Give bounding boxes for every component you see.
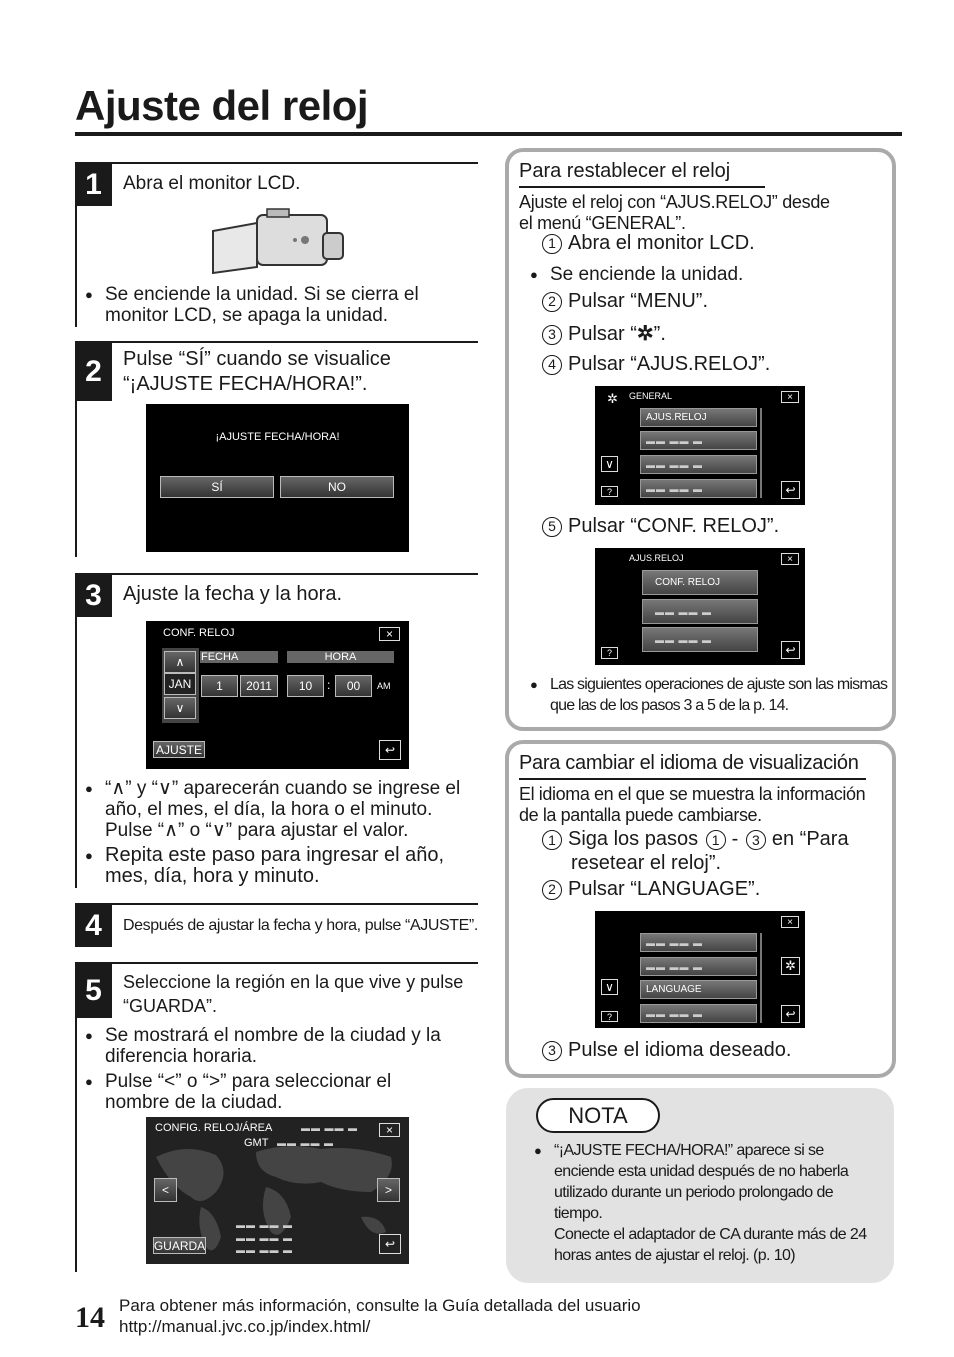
gear-icon: ✲ <box>607 391 618 406</box>
step-2-line <box>75 343 77 557</box>
language-panel <box>505 740 896 1078</box>
guarda-button[interactable]: GUARDA <box>153 1237 206 1254</box>
step-3-line <box>75 575 77 888</box>
camcorder-image <box>212 208 344 275</box>
close-icon[interactable]: × <box>781 391 799 403</box>
menu-item-language[interactable]: LANGUAGE <box>640 980 757 999</box>
close-icon[interactable]: × <box>781 916 799 928</box>
step-3-text: Ajuste la fecha y la hora. <box>123 583 343 605</box>
screen-ajus-reloj-menu: AJUS.RELOJ × CONF. RELOJ ▬▬ ▬▬ ▬ ▬▬ ▬▬ ▬… <box>595 548 805 665</box>
language-title: Para cambiar el idioma de visualización <box>519 752 859 774</box>
reset-bullet: Se enciende la unidad. <box>530 264 743 285</box>
step-1-text: Abra el monitor LCD. <box>123 173 301 194</box>
gear-icon: ✲ <box>636 323 654 345</box>
step-3-rule <box>75 573 478 575</box>
step-5-bullet-2: Pulse “<” o “>” para seleccionar el nomb… <box>85 1071 391 1113</box>
step-5-bullet-1: Se mostrará el nombre de la ciudad y la … <box>85 1025 441 1067</box>
note-text: “¡AJUSTE FECHA/HORA!” aparece si se enci… <box>534 1140 867 1266</box>
close-icon[interactable]: × <box>379 1123 400 1137</box>
step-1-number: 1 <box>75 164 112 206</box>
up-arrow-icon[interactable]: ∧ <box>164 651 196 673</box>
page-number: 14 <box>75 1301 105 1334</box>
prev-city-button[interactable]: < <box>154 1178 177 1202</box>
footer-link[interactable]: http://manual.jvc.co.jp/index.html/ <box>119 1317 371 1336</box>
language-intro: El idioma en el que se muestra la inform… <box>519 784 866 825</box>
reset-title: Para restablecer el reloj <box>519 160 731 182</box>
step-2-rule <box>75 341 478 343</box>
step-1-rule <box>75 162 478 164</box>
screen-general-menu: ✲ GENERAL × AJUS.RELOJ ▬▬ ▬▬ ▬ ▬▬ ▬▬ ▬ ▬… <box>595 386 805 505</box>
hour-field[interactable]: 10 <box>287 675 324 697</box>
step-5-text: Seleccione la región en la que vive y pu… <box>123 972 464 1016</box>
step-5-number: 5 <box>75 964 112 1018</box>
yes-button[interactable]: SÍ <box>160 476 274 498</box>
down-arrow-icon[interactable]: ∨ <box>164 697 196 719</box>
world-map-image <box>156 1146 392 1251</box>
reset-note: Las siguientes operaciones de ajuste son… <box>530 674 888 716</box>
step-3-bullet-1: “∧” y “∨” aparecerán cuando se ingrese e… <box>85 778 460 841</box>
step-2-text: Pulse “SÍ” cuando se visualice “¡AJUSTE … <box>123 348 391 395</box>
step-2-number: 2 <box>75 343 112 401</box>
menu-item-conf-reloj[interactable]: CONF. RELOJ <box>642 570 758 595</box>
screen-ajuste-fecha: ¡AJUSTE FECHA/HORA! SÍ NO <box>146 404 409 552</box>
back-icon[interactable]: ↩ <box>379 1234 401 1254</box>
step-4-text: Después de ajustar la fecha y hora, puls… <box>123 917 478 934</box>
next-city-button[interactable]: > <box>377 1178 400 1202</box>
step-4-number: 4 <box>75 905 112 947</box>
step-5-rule <box>75 962 478 964</box>
step-3-bullet-2: Repita este paso para ingresar el año, m… <box>85 845 444 887</box>
screen-conf-reloj: CONF. RELOJ × ∧ JAN ∨ FECHA HORA 1 2011 … <box>146 621 409 769</box>
reset-intro: Ajuste el reloj con “AJUS.RELOJ” desde e… <box>519 192 830 233</box>
day-field[interactable]: 1 <box>201 675 238 697</box>
step-5-line <box>75 964 77 1272</box>
scrollbar[interactable] <box>760 408 762 498</box>
down-arrow-icon[interactable]: ∨ <box>601 979 618 995</box>
back-icon[interactable]: ↩ <box>379 740 401 760</box>
down-arrow-icon[interactable]: ∨ <box>601 456 618 472</box>
step-1-line <box>75 164 77 327</box>
step-1-bullet: Se enciende la unidad. Si se cierra el m… <box>85 284 419 326</box>
gear-icon[interactable]: ✲ <box>781 957 800 975</box>
page-title: Ajuste del reloj <box>75 82 369 129</box>
reset-clock-panel <box>505 148 896 731</box>
back-icon[interactable]: ↩ <box>781 1005 800 1023</box>
note-label: NOTA <box>536 1098 660 1133</box>
back-icon[interactable]: ↩ <box>781 481 800 499</box>
step-3-number: 3 <box>75 575 112 617</box>
footer-text: Para obtener más información, consulte l… <box>119 1296 641 1336</box>
screen-language-menu: × ▬▬ ▬▬ ▬ ▬▬ ▬▬ ▬ LANGUAGE ▬▬ ▬▬ ▬ ✲ ∨ ?… <box>595 911 805 1028</box>
year-field[interactable]: 2011 <box>240 675 278 697</box>
back-icon[interactable]: ↩ <box>781 641 800 659</box>
close-icon[interactable]: × <box>781 553 799 565</box>
step-4-line <box>75 905 77 947</box>
screen-config-area: CONFIG. RELOJ/ÁREA ▬▬ ▬▬ ▬ GMT ▬▬ ▬▬ ▬ ×… <box>146 1117 409 1264</box>
help-icon[interactable]: ? <box>601 647 618 659</box>
step-4-rule <box>75 903 478 905</box>
title-rule <box>75 132 902 136</box>
no-button[interactable]: NO <box>280 476 394 498</box>
help-icon[interactable]: ? <box>601 486 618 497</box>
close-icon[interactable]: × <box>379 627 400 641</box>
ajuste-button[interactable]: AJUSTE <box>153 741 205 758</box>
minute-field[interactable]: 00 <box>335 675 372 697</box>
scrollbar[interactable] <box>760 933 762 1023</box>
month-field[interactable]: JAN <box>164 673 196 695</box>
help-icon[interactable]: ? <box>601 1011 618 1022</box>
menu-item-ajus-reloj[interactable]: AJUS.RELOJ <box>640 408 757 427</box>
